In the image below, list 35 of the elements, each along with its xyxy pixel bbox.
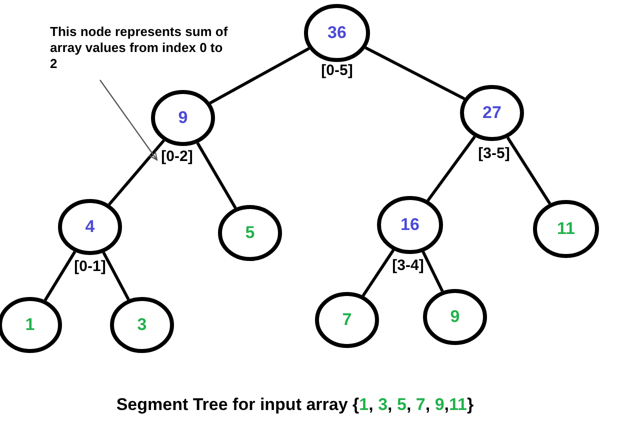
node-value: 36 [326,23,348,43]
tree-edge [44,250,76,302]
tree-edge [196,142,237,209]
node-value: 27 [482,103,502,123]
tree-node [110,297,174,353]
tree-edge [102,252,130,300]
tree-node [218,205,282,261]
node-value: 9 [177,108,189,128]
node-value: 9 [449,307,461,327]
tree-node [423,289,487,345]
node-value: 16 [400,215,420,235]
tree-edge [426,136,476,202]
tree-edge [506,136,552,205]
annotation-text: This node represents sum of array values from index 0 to 2 [50,24,230,72]
node-value: 7 [341,310,353,330]
tree-node [315,292,379,348]
node-value: 11 [556,219,576,239]
range-label: [0-2] [161,148,193,165]
node-value: 3 [136,315,148,335]
tree-edge [209,47,310,104]
tree-edge [362,249,395,297]
tree-edge [364,46,466,100]
node-value: 4 [84,217,96,237]
caption: Segment Tree for input array {1, 3, 5, 7, 9,11} [115,395,475,415]
range-label: [0-5] [321,62,353,79]
tree-node [533,200,599,258]
tree-edge [108,139,165,206]
tree-edge [422,250,444,292]
node-value: 5 [244,223,256,243]
range-label: [3-5] [478,145,510,162]
leader-line [100,80,158,161]
range-label: [3-4] [392,257,424,274]
tree-node [0,297,62,353]
range-label: [0-1] [74,258,106,275]
node-value: 1 [24,315,36,335]
